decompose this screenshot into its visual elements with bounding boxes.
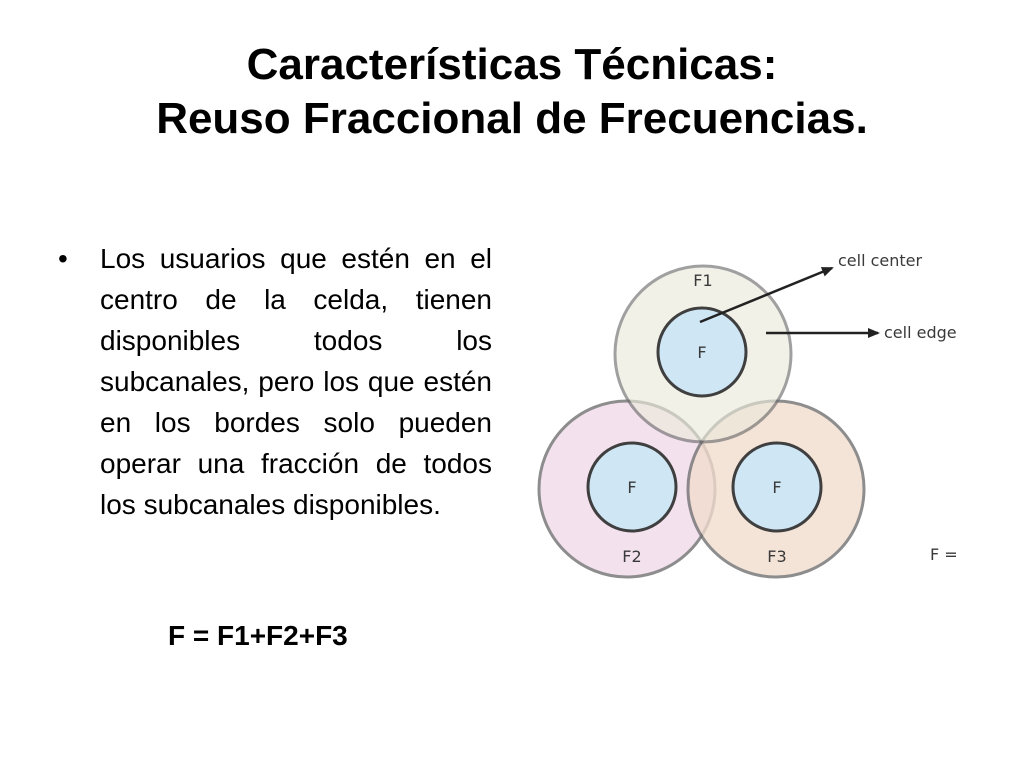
cell-f1-inner <box>656 306 748 398</box>
cell-center-arrow <box>699 266 834 324</box>
cell-f2-inner <box>586 441 678 533</box>
cell-f3-outer-label: F3 <box>767 547 786 566</box>
partial-formula-label: F = <box>930 545 958 564</box>
cell-f3-inner-label: F <box>772 478 781 497</box>
cell-f2-inner-label: F <box>627 478 636 497</box>
slide-title: Características Técnicas: Reuso Fraccion… <box>0 38 1024 146</box>
bullet-text: Los usuarios que estén en el centro de l… <box>100 243 492 520</box>
bullet-list: • Los usuarios que estén en el centro de… <box>58 238 492 525</box>
formula-text: F = F1+F2+F3 <box>168 620 348 651</box>
cell-edge-label: cell edge <box>884 323 957 342</box>
title-line-2: Reuso Fraccional de Frecuencias. <box>156 94 868 143</box>
frequency-reuse-diagram: F1 F F F F2 F3 cell center cell edge F = <box>520 230 1000 610</box>
bullet-icon: • <box>58 243 68 274</box>
cell-f2-outer-label: F2 <box>622 547 641 566</box>
cell-f3-inner <box>731 441 823 533</box>
cell-center-label: cell center <box>838 251 923 270</box>
cell-f1-inner-label: F <box>697 343 706 362</box>
cell-f1-outer-label: F1 <box>693 271 712 290</box>
title-line-1: Características Técnicas: <box>246 40 778 89</box>
